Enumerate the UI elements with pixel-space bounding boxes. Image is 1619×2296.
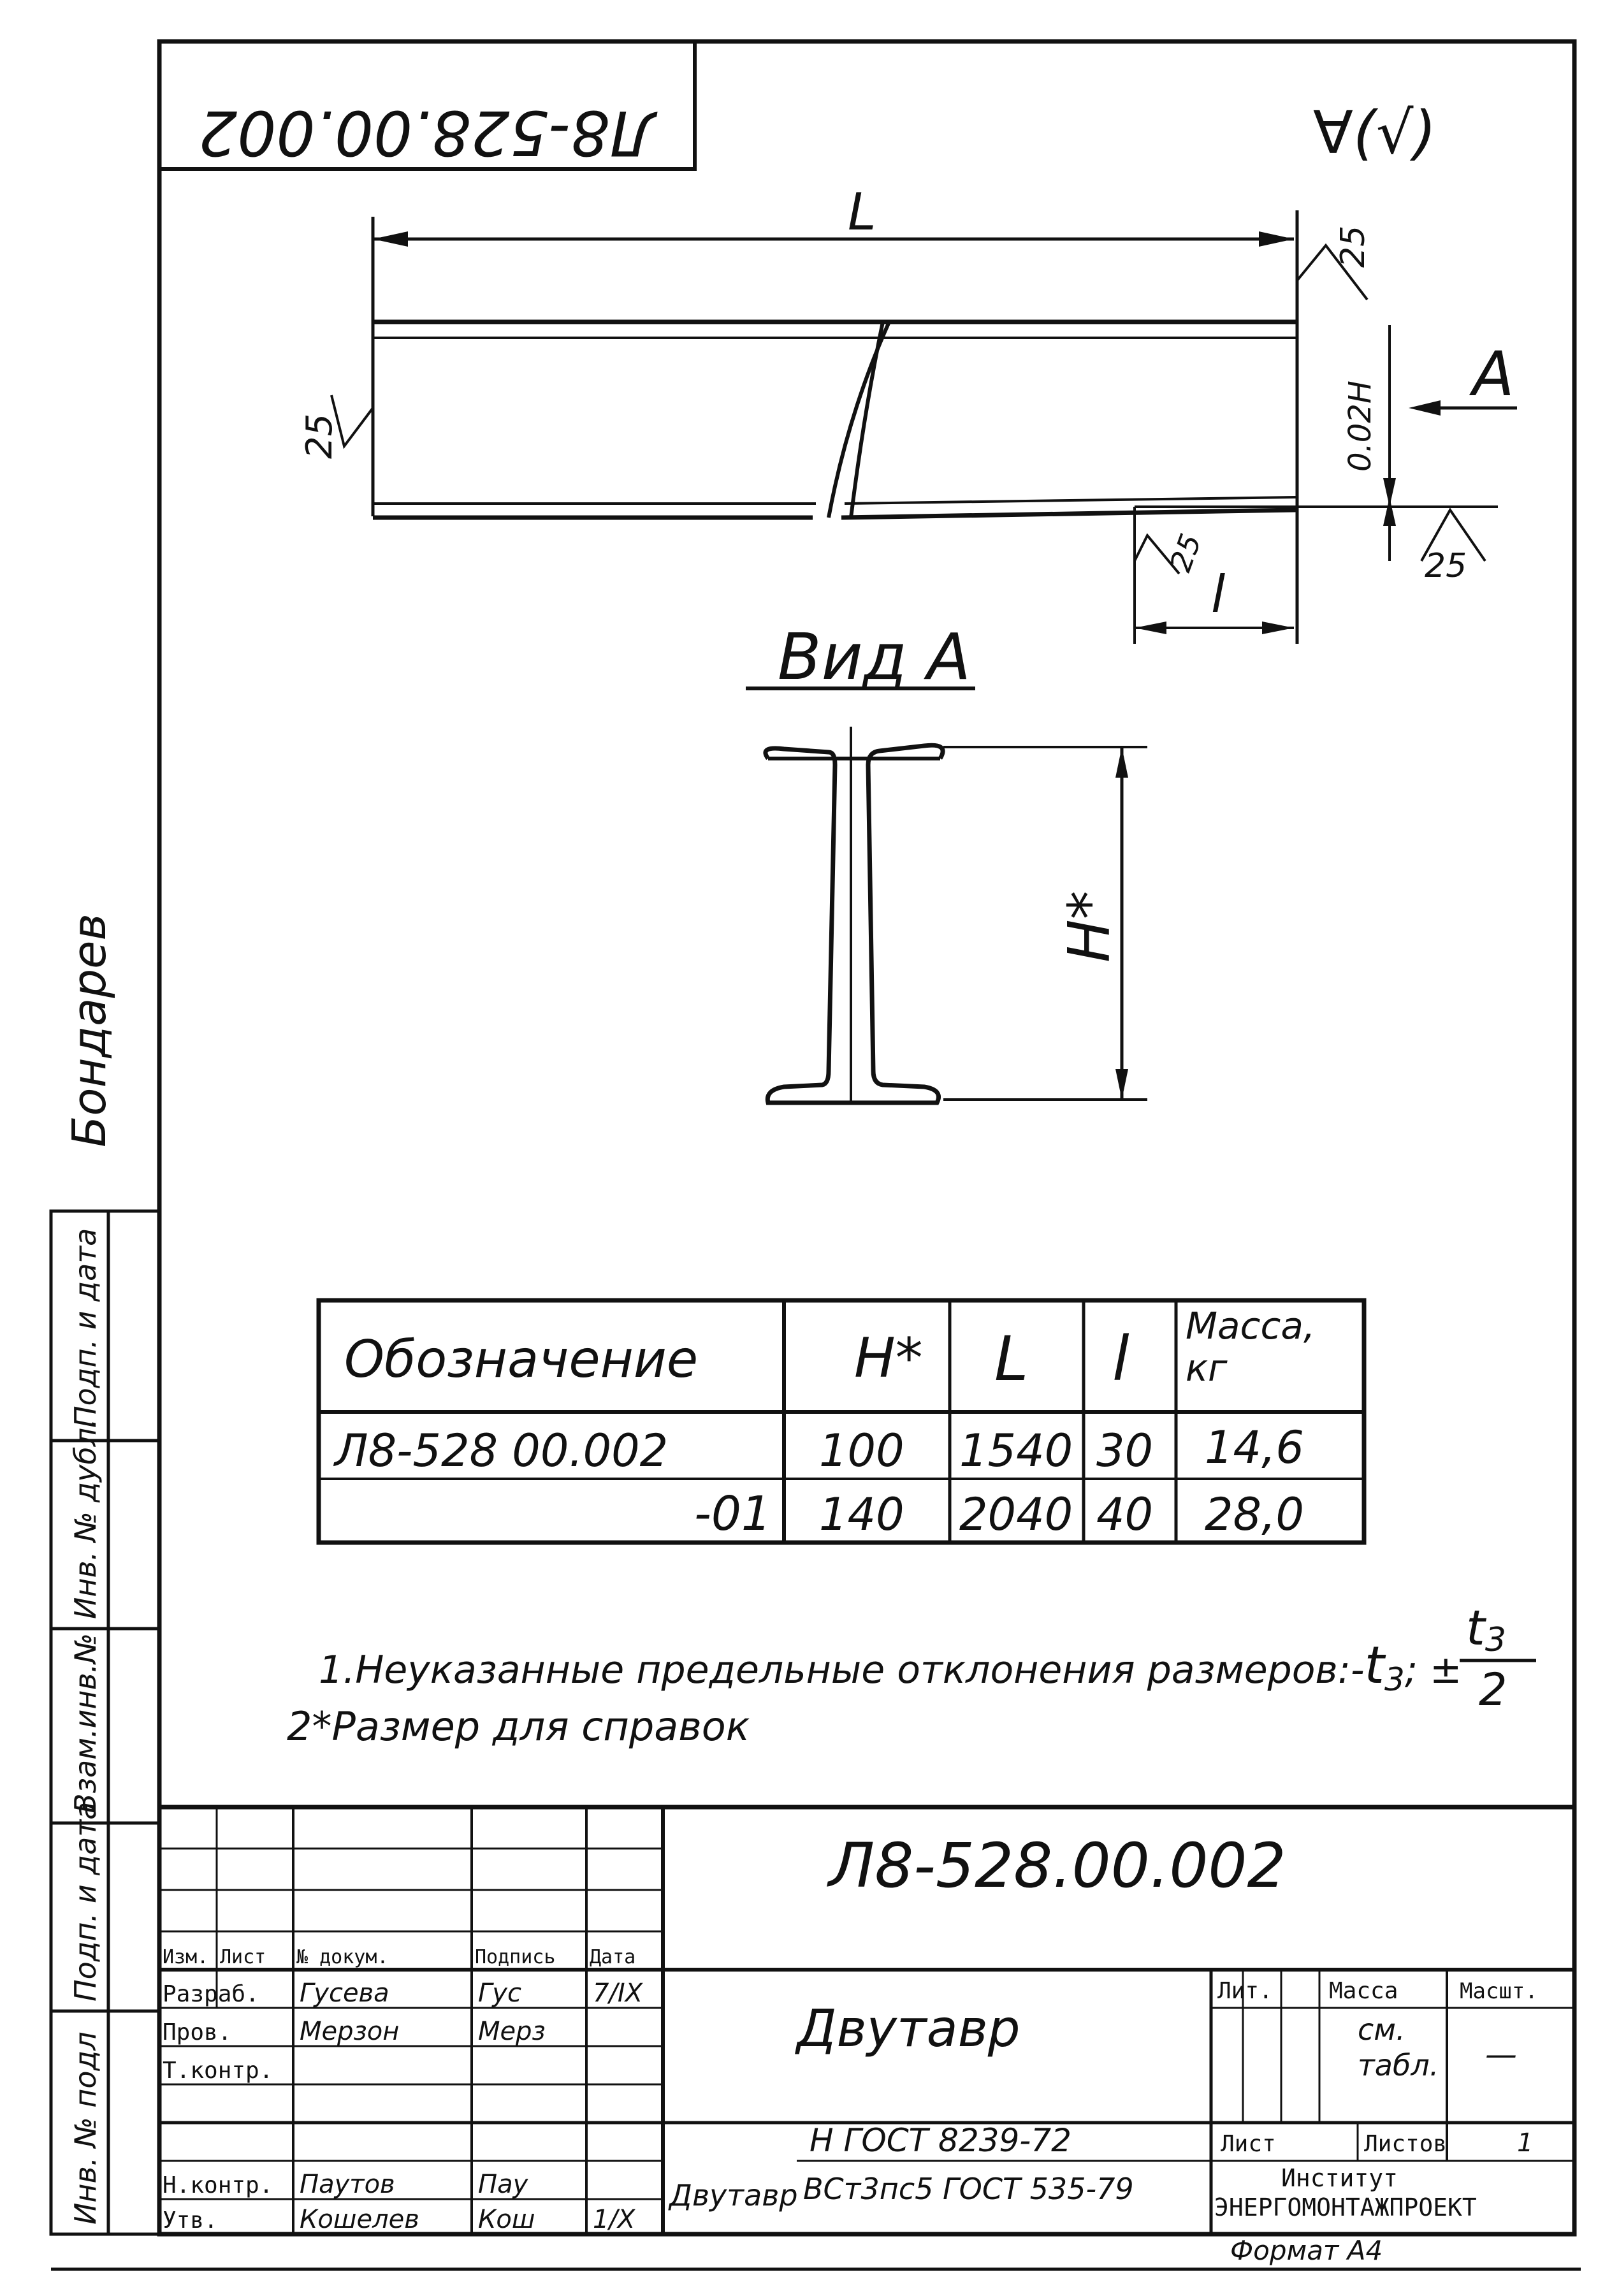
r1-designation: Л8-528 00.002 [333, 1425, 668, 1477]
stamp-sign-3: Пау [478, 2170, 529, 2199]
stamp-header-3: Подпись [475, 1946, 555, 1968]
stamp-date-0: 7/IX [593, 1979, 644, 2008]
tolerance-note: 0.02H [1342, 381, 1378, 472]
stamp-role-2: Т.контр. [163, 2058, 273, 2084]
title-mass-value: см.табл. [1358, 2012, 1439, 2082]
stamp-header-0: Изм. [163, 1946, 208, 1968]
r1-length: 1540 [959, 1425, 1073, 1477]
th-length: L [994, 1323, 1028, 1395]
stamp-role-3: Н.контр. [163, 2172, 273, 2198]
view-title: Вид A [778, 620, 971, 694]
roughness-value-bottom-right: 25 [1425, 547, 1467, 585]
drawing-frame [157, 39, 1577, 2237]
r2-designation: -01 [694, 1486, 771, 1541]
stamp-sign-4: Кош [478, 2205, 535, 2234]
stamp-sign-1: Мерз [478, 2017, 546, 2046]
dim-end-length-label: l [1211, 565, 1225, 624]
side-label-5: Инв. № подл [68, 2031, 103, 2225]
side-signature: Бондарев [62, 913, 116, 1147]
roughness-value-bottom: 25 [1163, 529, 1209, 576]
roughness-value-left: 25 [299, 414, 340, 459]
section-height-label: H* [1056, 890, 1123, 963]
stamp-header-2: № докум. [296, 1946, 389, 1968]
side-label-4: Подп. и дата [68, 1802, 103, 2002]
r2-height: 140 [819, 1488, 904, 1541]
title-material-top: Н ГОСТ 8239-72 [810, 2122, 1071, 2159]
title-material-bottom: ВСт3пс5 ГОСТ 535-79 [803, 2172, 1134, 2206]
stamp-name-0: Гусева [300, 1979, 389, 2008]
stamp-role-0: Разраб. [163, 1981, 259, 2007]
th-height: H* [854, 1326, 923, 1390]
title-sheets-value: 1 [1517, 2128, 1533, 2158]
th-designation: Обозначение [344, 1330, 698, 1389]
stamp-role-1: Пров. [163, 2019, 231, 2045]
spec-table [316, 1298, 1367, 1545]
title-sheets: Листов [1364, 2131, 1447, 2157]
title-scale: Масшт. [1460, 1979, 1538, 2004]
th-mass: Масса,кг [1186, 1304, 1315, 1390]
roughness-mark: ∀(√) [1313, 99, 1436, 167]
title-sheet: Лист [1221, 2131, 1276, 2157]
title-block [159, 1805, 1574, 2234]
title-material-prefix: Двутавр [668, 2178, 798, 2212]
side-stamp [49, 1209, 161, 2236]
roughness-value-right: 25 [1334, 226, 1372, 268]
title-doc-number: Л8-528.00.002 [827, 1830, 1286, 1901]
stamp-header-4: Дата [590, 1946, 635, 1968]
r1-end-length: 30 [1096, 1425, 1153, 1477]
th-end-length: l [1112, 1323, 1129, 1395]
r2-end-length: 40 [1096, 1488, 1153, 1541]
rotated-number-box [157, 40, 697, 171]
r1-height: 100 [819, 1425, 904, 1477]
dim-length-label: L [848, 182, 876, 242]
beam-elevation [330, 210, 1517, 644]
stamp-header-1: Лист [220, 1946, 266, 1968]
r2-mass: 28,0 [1205, 1488, 1304, 1541]
stamp-name-1: Мерзон [300, 2017, 399, 2046]
note-1-fraction-num: t3 [1466, 1599, 1506, 1659]
stamp-role-4: Утв. [163, 2207, 218, 2234]
i-beam-section [763, 727, 1147, 1105]
note-1-fraction-den: 2 [1479, 1664, 1507, 1716]
stamp-date-4: 1/X [593, 2205, 636, 2234]
stamp-name-3: Паутов [300, 2170, 395, 2199]
note-2: 2*Размер для справок [287, 1703, 750, 1750]
title-format: Формат А4 [1230, 2235, 1383, 2266]
title-lit: Лит. [1217, 1978, 1273, 2004]
title-name: Двутавр [795, 1999, 1020, 2058]
r2-length: 2040 [959, 1488, 1073, 1541]
stamp-sign-0: Гус [478, 1979, 521, 2008]
view-arrow-label: A [1469, 338, 1514, 410]
side-label-3: Взам.инв.№ [68, 1633, 103, 1813]
title-scale-value: — [1485, 2036, 1517, 2073]
stamp-name-4: Кошелев [300, 2205, 419, 2234]
rotated-drawing-number: Л8-528.00.002 [198, 97, 658, 168]
note-1: 1.Неуказанные предельные отклонения разм… [319, 1636, 1462, 1698]
side-label-2: Инв. № дубл. [68, 1418, 103, 1619]
side-label-1: Подп. и дата [68, 1228, 103, 1428]
title-mass: Масса [1329, 1978, 1398, 2004]
r1-mass: 14,6 [1205, 1421, 1304, 1474]
